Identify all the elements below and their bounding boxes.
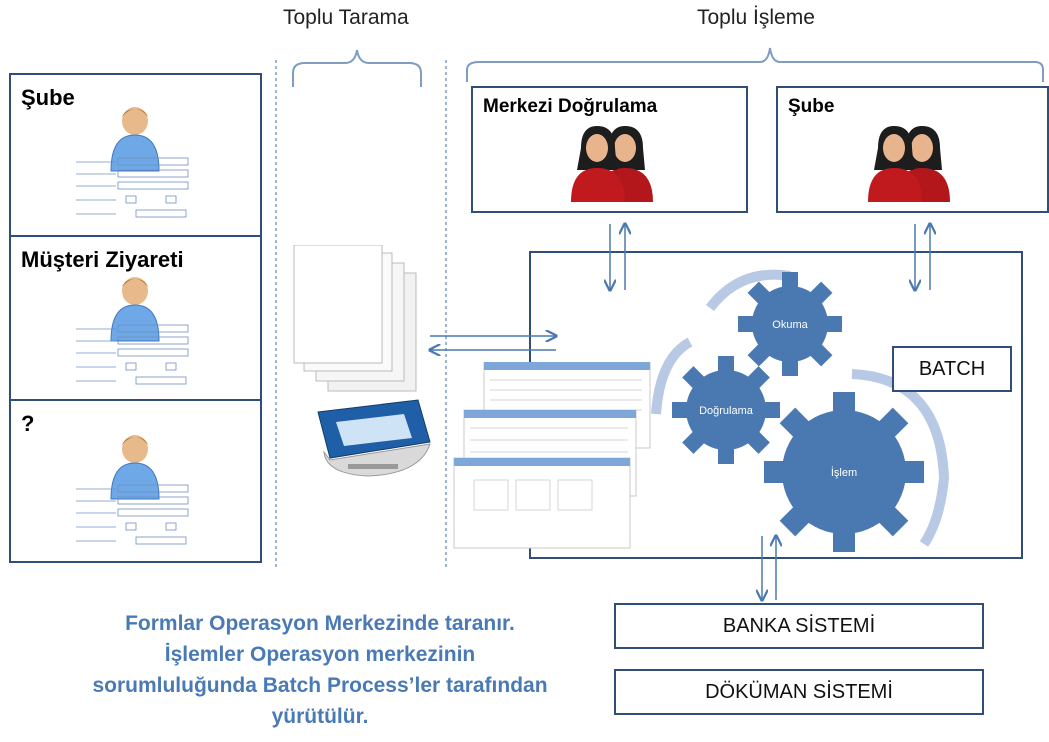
cycle-arc-top	[706, 269, 791, 312]
caption-line-4: yürütülür.	[271, 705, 369, 728]
form-sheet-icon	[76, 157, 189, 218]
scan-column-title: Toplu Tarama	[283, 6, 409, 29]
batch-gears: Okuma Doğrulama İşlem	[651, 269, 950, 552]
process-bracket	[466, 47, 1044, 82]
scanner-icon	[317, 399, 431, 477]
gear-read-label: Okuma	[772, 319, 808, 331]
forms-panel: Şube Müşteri Ziyareti	[9, 73, 262, 563]
central-verification-title: Merkezi Doğrulama	[483, 96, 658, 117]
users-icon	[571, 126, 653, 202]
cycle-arc-left	[651, 337, 693, 415]
central-verification-box: Merkezi Doğrulama	[471, 86, 748, 213]
document-system-box: DÖKÜMAN SİSTEMİ	[614, 669, 984, 715]
person-icon	[110, 435, 160, 500]
gear-verify: Doğrulama	[672, 356, 780, 464]
caption-line-1: Formlar Operasyon Merkezinde taranır.	[125, 612, 515, 635]
form-sheet-icon	[76, 324, 189, 385]
form-card-visit: Müşteri Ziyareti	[11, 237, 260, 401]
branch-user-box: Şube	[776, 86, 1049, 213]
gear-process: İşlem	[764, 392, 924, 552]
scan-bracket	[292, 49, 422, 87]
paper-stack-icon	[293, 245, 417, 392]
form-card-visit-title: Müşteri Ziyareti	[21, 247, 184, 272]
caption-line-3: sorumluluğunda Batch Process’ler tarafın…	[92, 674, 548, 697]
process-caption: Formlar Operasyon Merkezinde taranır. İş…	[40, 608, 600, 732]
process-column-title: Toplu İşleme	[697, 6, 815, 29]
gear-read: Okuma	[738, 272, 842, 376]
person-icon	[110, 107, 160, 172]
branch-user-title: Şube	[788, 96, 835, 117]
gear-verify-label: Doğrulama	[699, 405, 754, 417]
app-screenshots	[453, 362, 651, 549]
form-card-branch: Şube	[11, 75, 260, 237]
form-card-unknown-title: ?	[21, 411, 35, 436]
gear-process-label: İşlem	[831, 466, 857, 479]
caption-line-2: İşlemler Operasyon merkezinin	[164, 643, 476, 666]
form-sheet-icon	[76, 484, 189, 545]
bank-system-box: BANKA SİSTEMİ	[614, 603, 984, 649]
form-card-unknown: ?	[11, 401, 260, 561]
users-icon	[868, 126, 950, 202]
batch-label-box: BATCH	[892, 346, 1012, 392]
form-card-branch-title: Şube	[21, 85, 75, 110]
cycle-arc-right	[851, 369, 950, 547]
